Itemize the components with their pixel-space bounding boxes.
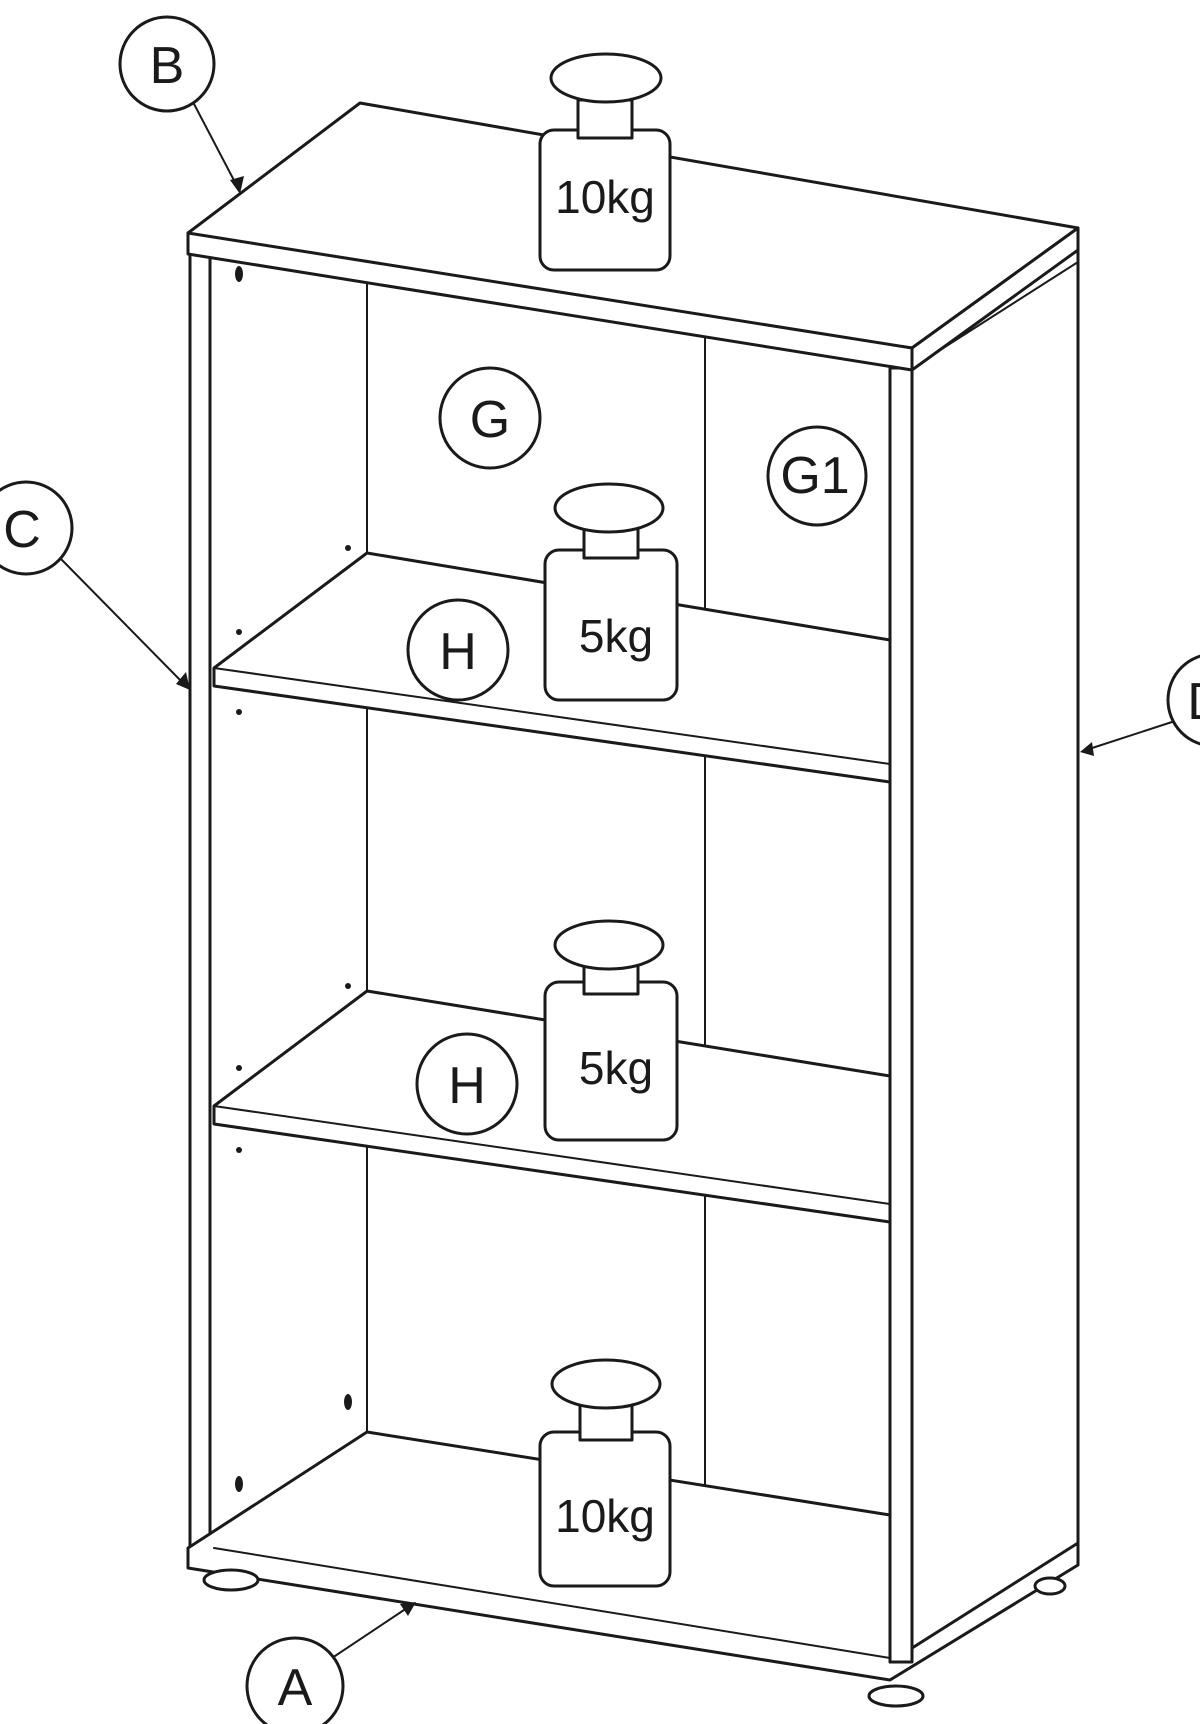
callout-b: B [118,15,216,113]
callout-label: B [150,37,185,95]
callout-d: D [1166,654,1200,746]
callout-g1: G1 [766,425,868,527]
weight-bottom: 10kg [538,1358,672,1588]
callout-label: G1 [780,447,849,505]
back-panels [366,281,706,1516]
callout-h-upper: H [406,598,510,702]
weight-label: 10kg [555,171,655,223]
callout-label: H [439,623,477,681]
foot [867,1684,925,1708]
right-side-panel [888,248,1080,1664]
callout-label: G [470,391,510,449]
callout-label: A [278,1659,313,1717]
shelf-pin-holes [235,266,352,1492]
callout-g: G [438,366,542,470]
foot [202,1568,260,1592]
callout-h-lower: H [415,1032,519,1136]
weight-shelf-lower: 5kg [543,919,679,1142]
callout-label: D [1187,673,1200,731]
leader-lines [59,101,1173,1659]
weight-top: 10kg [538,52,672,272]
callout-c: C [0,480,74,576]
weight-label: 5kg [579,610,653,662]
weight-label: 5kg [579,1042,653,1094]
callout-label: H [448,1057,486,1115]
callout-label: C [3,501,41,559]
weight-shelf-upper: 5kg [543,482,679,702]
left-side-panel [188,251,368,1550]
weight-label: 10kg [555,1490,655,1542]
callout-a: A [245,1636,345,1724]
foot [1033,1576,1067,1596]
